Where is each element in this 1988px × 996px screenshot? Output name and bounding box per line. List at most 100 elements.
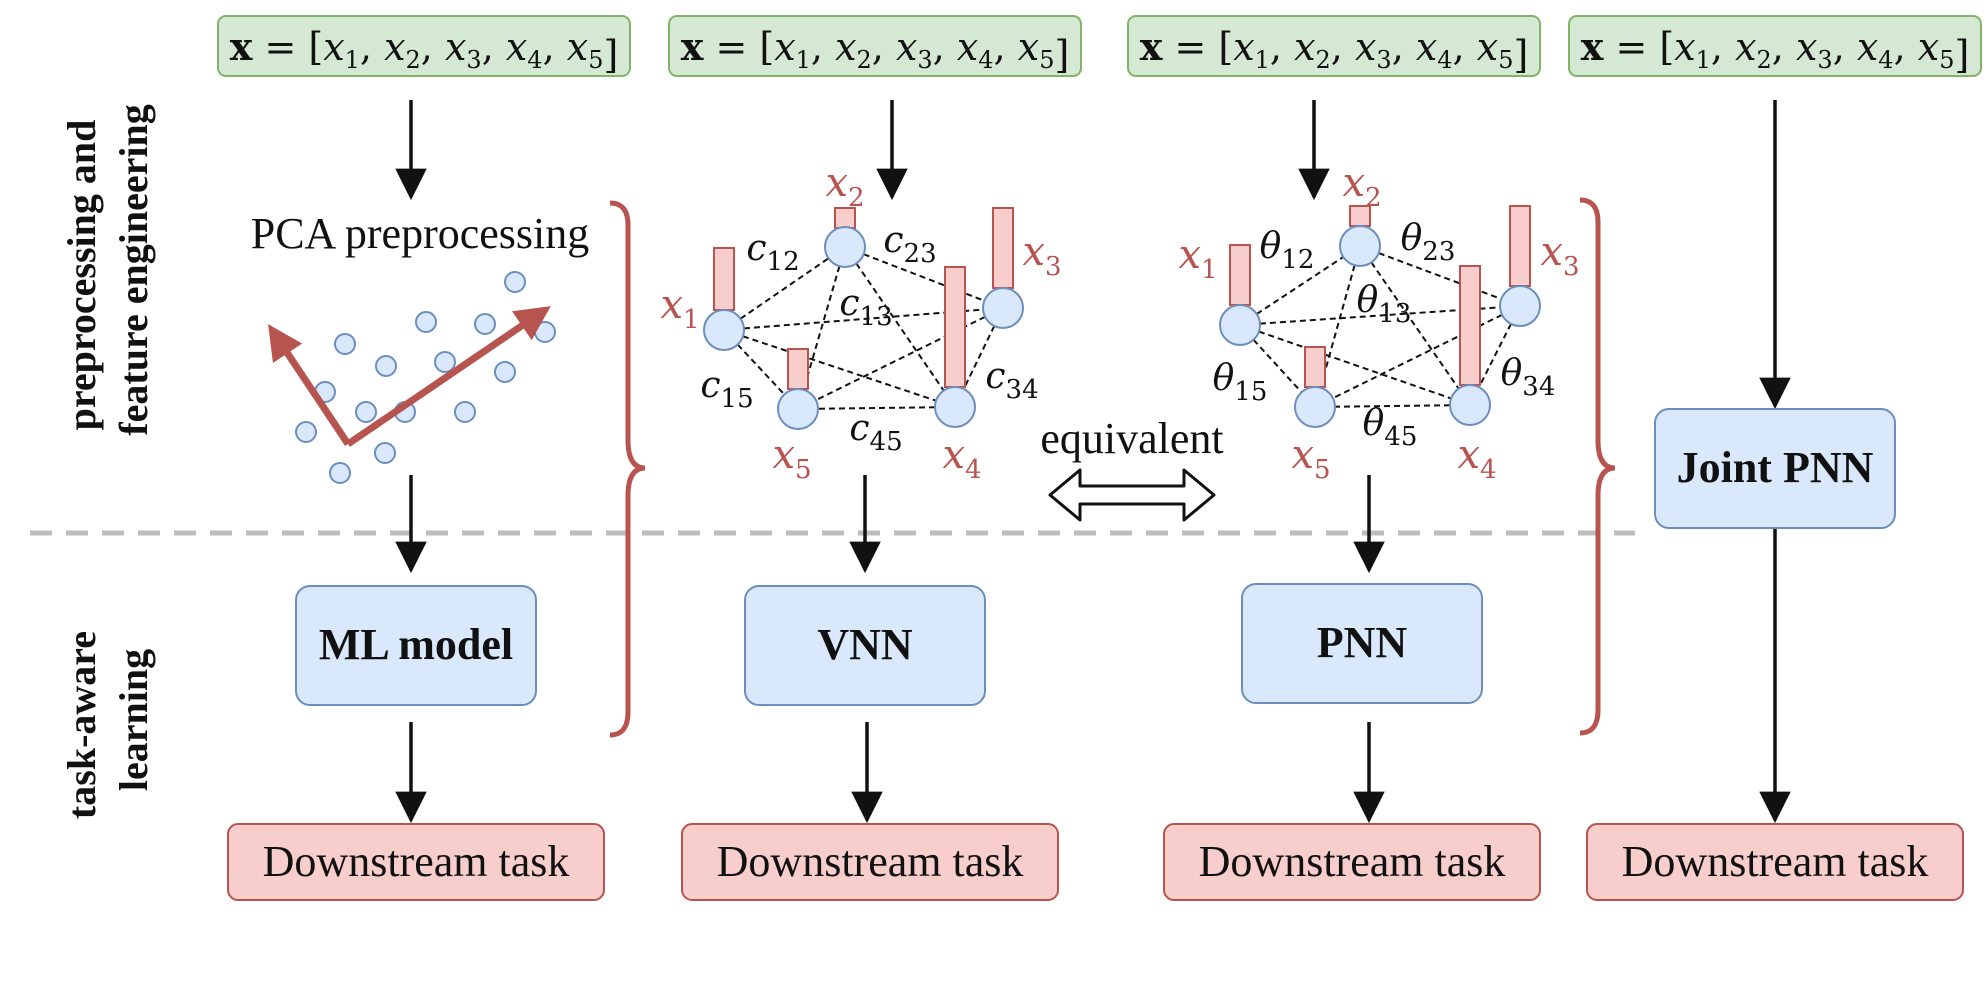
node-label: x1 — [660, 282, 699, 335]
edge-label: θ23 — [1401, 218, 1456, 267]
pca-point — [334, 333, 356, 355]
edge-label: θ13 — [1357, 280, 1412, 329]
downstream-task-label: Downstream task — [1199, 837, 1506, 886]
graph-edge — [723, 329, 956, 408]
edge-label: c13 — [839, 283, 892, 332]
edge-label: c45 — [849, 408, 902, 457]
edge-label: c34 — [985, 356, 1038, 405]
downstream-task-box: Downstream task — [227, 823, 605, 901]
graph-edge — [844, 246, 956, 408]
joint-pnn-box: Joint PNN — [1654, 408, 1896, 529]
node-label: x1 — [1178, 232, 1217, 285]
ml-model-box: ML model — [295, 585, 537, 706]
svg-text:PNN: PNN — [1317, 618, 1408, 667]
node-label: x2 — [1342, 160, 1381, 213]
graph-node — [1294, 386, 1336, 428]
edge-label: c23 — [883, 220, 936, 269]
brace-right — [1579, 197, 1616, 736]
node-label: x3 — [1022, 229, 1061, 282]
node-label: x5 — [772, 432, 811, 485]
pca-point — [534, 321, 556, 343]
pca-point — [355, 401, 377, 423]
pnn-graph: x1 x2 x3 x4 x5 θ12 θ23 θ13 θ15 θ34 θ45 — [1178, 160, 1579, 485]
pca-column: PCA preprocessing — [251, 209, 590, 484]
feature-bar — [1304, 346, 1326, 388]
input-vector-box: x = [x1, x2, x3, x4, x5] — [1127, 15, 1541, 77]
downstream-tasks: Downstream task Downstream task Downstream… — [227, 823, 1964, 901]
node-label: x4 — [1457, 432, 1496, 485]
graph-node — [1339, 225, 1381, 267]
edge-label: θ34 — [1501, 353, 1556, 402]
downstream-task-box: Downstream task — [1586, 823, 1964, 901]
feature-bar — [1229, 244, 1251, 306]
node-label: x2 — [825, 160, 864, 213]
pca-point — [504, 271, 526, 293]
pca-point — [329, 462, 351, 484]
graph-edge — [797, 307, 1004, 410]
input-vector-text: x = [x1, x2, x3, x4, x5] — [1140, 24, 1529, 77]
row-label-preprocessing: preprocessing and feature engineering — [59, 104, 156, 435]
graph-node — [934, 386, 976, 428]
pca-point — [474, 313, 496, 335]
pca-point — [295, 421, 317, 443]
edge-label: θ12 — [1260, 226, 1315, 275]
pca-point — [375, 355, 397, 377]
downstream-task-box: Downstream task — [1163, 823, 1541, 901]
equivalent-arrow: equivalent — [1040, 414, 1224, 522]
graph-edge — [723, 246, 846, 331]
node-label: x4 — [942, 432, 981, 485]
downstream-task-label: Downstream task — [1622, 837, 1929, 886]
pca-axis-2 — [268, 324, 351, 446]
graph-edge — [1359, 245, 1521, 307]
pca-label: PCA preprocessing — [251, 209, 590, 258]
graph-node — [1499, 285, 1541, 327]
svg-text:ML model: ML model — [319, 620, 513, 669]
feature-bar — [992, 207, 1014, 289]
input-vector-text: x = [x1, x2, x3, x4, x5] — [230, 24, 619, 77]
graph-edge — [797, 406, 956, 410]
vnn-graph: x1 x2 x3 x4 x5 c12 c23 c13 c15 c34 c45 — [660, 160, 1061, 485]
equivalent-label: equivalent — [1040, 414, 1223, 463]
row-label-task-aware: task-aware learning — [59, 621, 156, 819]
input-vector-box: x = [x1, x2, x3, x4, x5] — [1568, 15, 1982, 77]
svg-text:Joint PNN: Joint PNN — [1677, 443, 1874, 492]
input-vectors: x = [x1, x2, x3, x4, x5] x = [x1, x2, x3,… — [217, 15, 1982, 77]
input-vector-box: x = [x1, x2, x3, x4, x5] — [217, 15, 631, 77]
feature-bar — [1509, 205, 1531, 287]
graph-edge — [1239, 324, 1471, 406]
graph-edge — [1314, 404, 1471, 408]
feature-bar — [1459, 265, 1481, 386]
graph-edge — [1314, 245, 1361, 408]
pca-point — [374, 442, 396, 464]
input-vector-text: x = [x1, x2, x3, x4, x5] — [681, 24, 1070, 77]
edge-label: θ45 — [1363, 403, 1418, 452]
graph-edge — [1314, 305, 1521, 408]
input-vector-box: x = [x1, x2, x3, x4, x5] — [668, 15, 1082, 77]
downstream-task-box: Downstream task — [681, 823, 1059, 901]
edge-label: c12 — [746, 228, 799, 277]
edge-label: θ15 — [1213, 358, 1268, 407]
node-label: x5 — [1291, 432, 1330, 485]
pnn-box: PNN — [1241, 583, 1483, 704]
graph-node — [1219, 304, 1261, 346]
vnn-box: VNN — [744, 585, 986, 706]
graph-node — [1449, 384, 1491, 426]
flow-arrows — [395, 100, 1791, 824]
node-label: x3 — [1540, 229, 1579, 282]
graph-node — [824, 226, 866, 268]
input-vector-text: x = [x1, x2, x3, x4, x5] — [1581, 24, 1970, 77]
feature-bar — [713, 247, 735, 311]
graph-edge — [844, 246, 1004, 309]
pca-point — [454, 401, 476, 423]
graph-node — [777, 388, 819, 430]
pca-axis-1 — [346, 306, 551, 447]
edge-label: c15 — [700, 365, 753, 414]
brace-left — [609, 200, 646, 738]
graph-node — [982, 287, 1024, 329]
graph-node — [703, 309, 745, 351]
pca-point — [434, 351, 456, 373]
downstream-task-label: Downstream task — [263, 837, 570, 886]
feature-bar — [944, 266, 966, 388]
graph-edge — [1239, 245, 1361, 326]
